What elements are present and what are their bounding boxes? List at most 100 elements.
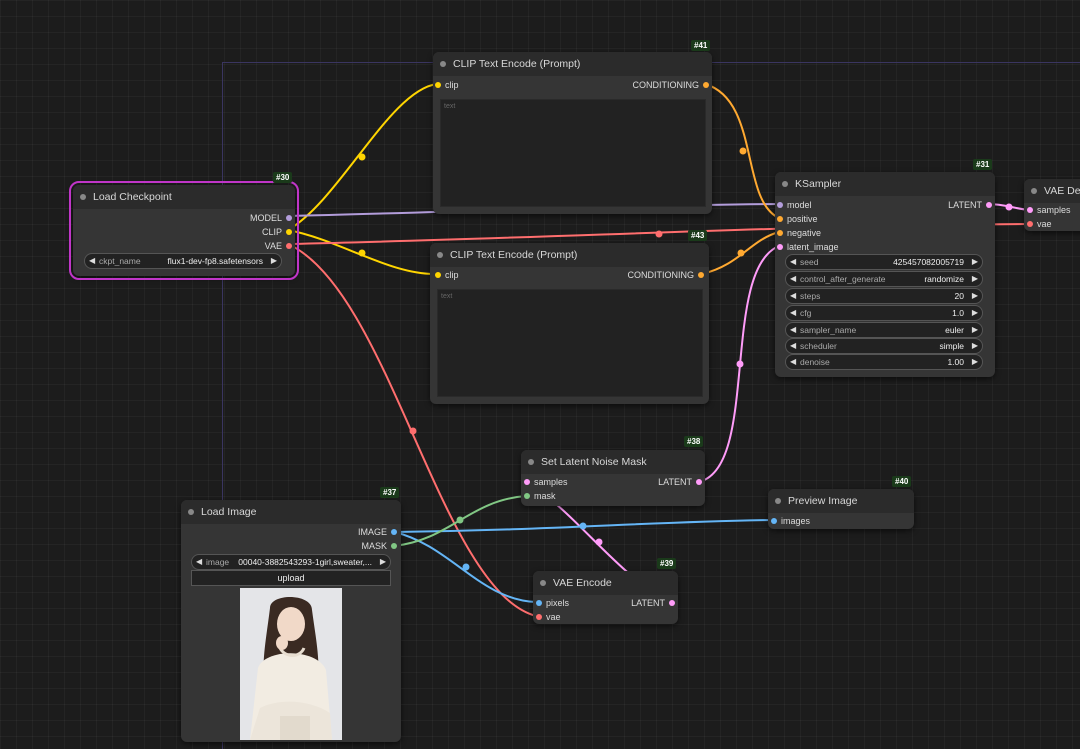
- input-clip[interactable]: clip: [435, 269, 459, 281]
- output-latent[interactable]: LATENT: [948, 199, 992, 211]
- arrow-right-icon[interactable]: ▶: [971, 291, 978, 300]
- input-latent-image[interactable]: latent_image: [777, 241, 839, 253]
- collapse-dot-icon[interactable]: [540, 580, 546, 586]
- arrow-left-icon[interactable]: ◀: [196, 557, 203, 566]
- image-select-combo[interactable]: ◀ image 00040-3882543293-1girl,sweater,.…: [191, 554, 391, 570]
- input-negative[interactable]: negative: [777, 227, 821, 239]
- image-socket-icon[interactable]: [771, 518, 777, 524]
- collapse-dot-icon[interactable]: [440, 61, 446, 67]
- output-model[interactable]: MODEL: [250, 212, 292, 224]
- conditioning-socket-icon[interactable]: [777, 216, 783, 222]
- prompt-textarea[interactable]: text: [437, 289, 703, 397]
- node-title-bar[interactable]: VAE Encode: [533, 571, 678, 595]
- input-pixels[interactable]: pixels: [536, 597, 569, 609]
- input-vae[interactable]: vae: [1027, 218, 1052, 230]
- output-latent[interactable]: LATENT: [631, 597, 675, 609]
- collapse-dot-icon[interactable]: [1031, 188, 1037, 194]
- clip-text-encode-node-41[interactable]: CLIP Text Encode (Prompt) clip CONDITION…: [433, 52, 712, 214]
- output-clip[interactable]: CLIP: [262, 226, 292, 238]
- arrow-right-icon[interactable]: ▶: [379, 557, 386, 566]
- prompt-textarea[interactable]: text: [440, 99, 706, 207]
- latent-socket-icon[interactable]: [696, 479, 702, 485]
- latent-socket-icon[interactable]: [524, 479, 530, 485]
- clip-socket-icon[interactable]: [286, 229, 292, 235]
- input-clip[interactable]: clip: [435, 79, 459, 91]
- vae-encode-node[interactable]: VAE Encode pixels vae LATENT: [533, 571, 678, 624]
- input-samples[interactable]: samples: [524, 476, 568, 488]
- vae-decode-node[interactable]: VAE Dec samples vae: [1024, 179, 1080, 231]
- clip-text-encode-node-43[interactable]: CLIP Text Encode (Prompt) clip CONDITION…: [430, 243, 709, 404]
- node-title-bar[interactable]: Load Checkpoint: [73, 185, 295, 209]
- vae-socket-icon[interactable]: [1027, 221, 1033, 227]
- collapse-dot-icon[interactable]: [782, 181, 788, 187]
- node-title-bar[interactable]: CLIP Text Encode (Prompt): [433, 52, 712, 76]
- node-title-bar[interactable]: Set Latent Noise Mask: [521, 450, 705, 474]
- clip-socket-icon[interactable]: [435, 82, 441, 88]
- arrow-right-icon[interactable]: ▶: [270, 256, 277, 265]
- output-latent[interactable]: LATENT: [658, 476, 702, 488]
- output-mask[interactable]: MASK: [361, 540, 397, 552]
- vae-socket-icon[interactable]: [536, 614, 542, 620]
- arrow-left-icon[interactable]: ◀: [790, 357, 797, 366]
- node-title-bar[interactable]: Load Image: [181, 500, 401, 524]
- node-title-bar[interactable]: Preview Image: [768, 489, 914, 513]
- output-image[interactable]: IMAGE: [358, 526, 397, 538]
- latent-socket-icon[interactable]: [777, 244, 783, 250]
- arrow-left-icon[interactable]: ◀: [790, 274, 797, 283]
- output-vae[interactable]: VAE: [265, 240, 292, 252]
- load-checkpoint-node[interactable]: Load Checkpoint MODEL CLIP VAE ◀ ckpt_na…: [69, 181, 299, 280]
- collapse-dot-icon[interactable]: [437, 252, 443, 258]
- arrow-right-icon[interactable]: ▶: [971, 257, 978, 266]
- ckpt-name-combo[interactable]: ◀ ckpt_name flux1-dev-fp8.safetensors ▶: [84, 253, 282, 269]
- input-vae[interactable]: vae: [536, 611, 561, 623]
- arrow-right-icon[interactable]: ▶: [971, 308, 978, 317]
- input-mask[interactable]: mask: [524, 490, 556, 502]
- arrow-right-icon[interactable]: ▶: [971, 341, 978, 350]
- arrow-left-icon[interactable]: ◀: [790, 341, 797, 350]
- arrow-left-icon[interactable]: ◀: [790, 325, 797, 334]
- input-samples[interactable]: samples: [1027, 204, 1071, 216]
- latent-socket-icon[interactable]: [986, 202, 992, 208]
- arrow-right-icon[interactable]: ▶: [971, 325, 978, 334]
- input-images[interactable]: images: [771, 515, 810, 527]
- node-title-bar[interactable]: VAE Dec: [1024, 179, 1080, 203]
- conditioning-socket-icon[interactable]: [698, 272, 704, 278]
- collapse-dot-icon[interactable]: [188, 509, 194, 515]
- arrow-left-icon[interactable]: ◀: [790, 291, 797, 300]
- image-socket-icon[interactable]: [536, 600, 542, 606]
- collapse-dot-icon[interactable]: [528, 459, 534, 465]
- preview-image-node[interactable]: Preview Image images: [768, 489, 914, 529]
- latent-socket-icon[interactable]: [1027, 207, 1033, 213]
- arrow-left-icon[interactable]: ◀: [790, 308, 797, 317]
- output-conditioning[interactable]: CONDITIONING: [633, 79, 709, 91]
- ksampler-node[interactable]: KSampler model positive negative latent_…: [775, 172, 995, 377]
- model-socket-icon[interactable]: [777, 202, 783, 208]
- input-positive[interactable]: positive: [777, 213, 818, 225]
- load-image-node[interactable]: Load Image IMAGE MASK ◀ image 00040-3882…: [181, 500, 401, 742]
- arrow-left-icon[interactable]: ◀: [790, 257, 797, 266]
- mask-socket-icon[interactable]: [391, 543, 397, 549]
- arrow-left-icon[interactable]: ◀: [89, 256, 96, 265]
- output-conditioning[interactable]: CONDITIONING: [628, 269, 704, 281]
- collapse-dot-icon[interactable]: [775, 498, 781, 504]
- vae-socket-icon[interactable]: [286, 243, 292, 249]
- node-title-bar[interactable]: KSampler: [775, 172, 995, 196]
- node-title-bar[interactable]: CLIP Text Encode (Prompt): [430, 243, 709, 267]
- input-model[interactable]: model: [777, 199, 812, 211]
- upload-button[interactable]: upload: [191, 570, 391, 586]
- conditioning-socket-icon[interactable]: [703, 82, 709, 88]
- arrow-right-icon[interactable]: ▶: [971, 274, 978, 283]
- clip-socket-icon[interactable]: [435, 272, 441, 278]
- mask-socket-icon[interactable]: [524, 493, 530, 499]
- set-latent-noise-mask-node[interactable]: Set Latent Noise Mask samples mask LATEN…: [521, 450, 705, 506]
- conditioning-socket-icon[interactable]: [777, 230, 783, 236]
- model-socket-icon[interactable]: [286, 215, 292, 221]
- image-socket-icon[interactable]: [391, 529, 397, 535]
